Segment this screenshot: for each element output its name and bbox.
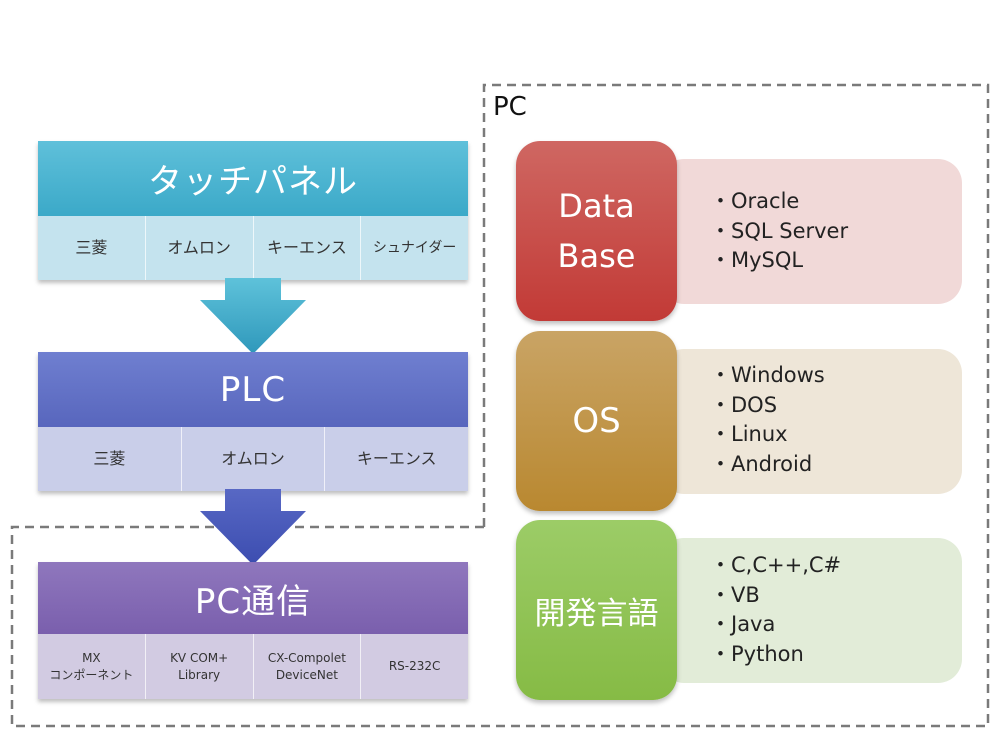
comm-item-line1: MX [82,651,101,666]
comm-item-line2: コンポーネント [49,667,134,682]
os-list: Windows DOS Linux Android [710,361,825,479]
database-title-line1: Data [558,187,635,225]
list-item: Android [710,450,825,480]
comm-item: KV COM+Library [144,634,253,699]
vendor-cell: キーエンス [252,216,361,280]
comm-item-line2: Library [178,667,221,682]
list-item: Windows [710,361,825,391]
plc-title: PLC [38,352,468,427]
list-item: SQL Server [710,217,848,247]
comm-item-line1: RS-232C [388,659,441,674]
list-item: Linux [710,420,825,450]
list-item: VB [710,581,841,611]
database-tile: Data Base [516,141,677,321]
plc-block: PLC 三菱 オムロン キーエンス [38,352,468,491]
os-title: OS [572,401,621,441]
touch-panel-title: タッチパネル [38,141,468,216]
touch-panel-block: タッチパネル 三菱 オムロン キーエンス シュナイダー [38,141,468,280]
vendor-cell: キーエンス [324,427,468,491]
list-item: Python [710,640,841,670]
touch-panel-vendors: 三菱 オムロン キーエンス シュナイダー [38,216,468,280]
comm-item: RS-232C [360,634,468,699]
vendor-cell: シュナイダー [360,216,468,280]
language-list: C,C++,C# VB Java Python [710,551,841,669]
vendor-cell: 三菱 [75,238,108,258]
list-item: Oracle [710,187,848,217]
pc-label: PC [493,92,527,122]
plc-vendors: 三菱 オムロン キーエンス [38,427,468,491]
list-item: DOS [710,391,825,421]
down-arrow-icon [200,489,306,565]
database-list: Oracle SQL Server MySQL [710,187,848,276]
list-item: Java [710,610,841,640]
os-tile: OS [516,331,677,511]
comm-item-line1: KV COM+ [170,651,229,666]
language-tile: 開発言語 [516,520,677,700]
language-title: 開発言語 [534,595,659,632]
list-item: C,C++,C# [710,551,841,581]
list-item: MySQL [710,246,848,276]
down-arrow-icon [200,278,306,354]
vendor-cell: オムロン [180,427,325,491]
comm-item-line2: DeviceNet [275,667,338,682]
pc-comm-title: PC通信 [38,562,468,634]
database-title-line2: Base [557,237,636,275]
vendor-cell: 三菱 [93,449,126,469]
vendor-cell: オムロン [144,216,253,280]
comm-item-line1: CX-Compolet [267,651,346,666]
